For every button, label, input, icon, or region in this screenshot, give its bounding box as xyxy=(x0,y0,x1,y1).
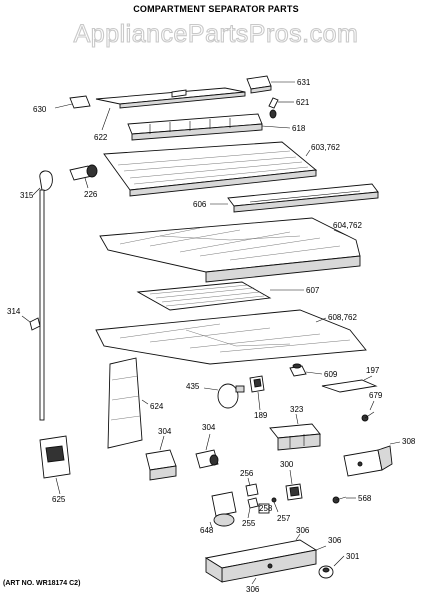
part-679-screw[interactable] xyxy=(361,411,375,422)
callout-606: 606 xyxy=(193,200,207,209)
callout-226: 226 xyxy=(84,190,98,199)
part-308-bracket[interactable] xyxy=(343,445,393,477)
part-603-shelf[interactable] xyxy=(103,141,318,197)
part-630[interactable] xyxy=(69,95,91,109)
callout-304-a: 304 xyxy=(158,427,172,436)
part-304-bracket[interactable] xyxy=(145,449,177,481)
callout-609: 609 xyxy=(324,370,338,379)
part-618-rail[interactable] xyxy=(127,113,263,141)
callout-608-762: 608,762 xyxy=(328,313,357,322)
part-300-connector[interactable] xyxy=(285,483,303,501)
part-323-housing[interactable] xyxy=(269,423,321,451)
callout-604-762: 604,762 xyxy=(333,221,362,230)
callout-625: 625 xyxy=(52,495,66,504)
part-314-clip[interactable] xyxy=(29,317,41,331)
callout-568: 568 xyxy=(358,494,372,503)
callout-255: 255 xyxy=(242,519,256,528)
callout-256: 256 xyxy=(240,469,254,478)
callout-607: 607 xyxy=(306,286,320,295)
part-606-rail[interactable] xyxy=(227,183,379,213)
callout-631: 631 xyxy=(297,78,311,87)
part-609[interactable] xyxy=(289,363,307,377)
part-568-screw[interactable] xyxy=(332,496,347,504)
part-258[interactable] xyxy=(258,503,270,514)
callout-301: 301 xyxy=(346,552,360,561)
callout-624: 624 xyxy=(150,402,164,411)
callout-648: 648 xyxy=(200,526,214,535)
part-631[interactable] xyxy=(246,75,272,94)
callout-315: 315 xyxy=(20,191,34,200)
diagram-title: COMPARTMENT SEPARATOR PARTS xyxy=(133,4,299,14)
part-624-cover[interactable] xyxy=(107,357,143,449)
callout-618: 618 xyxy=(292,124,306,133)
part-306-bracket[interactable] xyxy=(204,539,318,583)
part-255[interactable] xyxy=(247,497,259,509)
callout-306-c: 306 xyxy=(246,585,260,594)
callout-189: 189 xyxy=(254,411,268,420)
part-315-rod[interactable] xyxy=(39,170,53,421)
part-197-strip[interactable] xyxy=(321,379,378,393)
part-604-pan[interactable] xyxy=(99,217,361,283)
part-435-bulb[interactable] xyxy=(217,383,245,409)
part-301-knob[interactable] xyxy=(318,565,334,579)
callout-197: 197 xyxy=(366,366,380,375)
part-189-socket[interactable] xyxy=(249,375,265,393)
part-625-holder[interactable] xyxy=(39,435,71,479)
watermark: AppliancePartsPros.com xyxy=(74,20,359,48)
part-226-knob[interactable] xyxy=(69,164,98,181)
callout-621: 621 xyxy=(296,98,310,107)
callout-323: 323 xyxy=(290,405,304,414)
callout-622: 622 xyxy=(94,133,108,142)
part-256[interactable] xyxy=(245,483,259,497)
callout-258: 258 xyxy=(259,504,273,513)
callout-306-a: 306 xyxy=(296,526,310,535)
callout-679: 679 xyxy=(369,391,383,400)
callout-257: 257 xyxy=(277,514,291,523)
callout-300: 300 xyxy=(280,460,294,469)
callout-603-762: 603,762 xyxy=(311,143,340,152)
part-621[interactable] xyxy=(268,97,279,119)
callout-435: 435 xyxy=(186,382,200,391)
part-257-screw[interactable] xyxy=(271,497,277,503)
art-number: (ART NO. WR18174 C2) xyxy=(3,580,80,587)
callout-630: 630 xyxy=(33,105,47,114)
callout-314: 314 xyxy=(7,307,21,316)
part-622-panel[interactable] xyxy=(95,87,246,109)
part-304-switch[interactable] xyxy=(195,449,219,469)
callout-306-b: 306 xyxy=(328,536,342,545)
callout-308: 308 xyxy=(402,437,416,446)
part-607-sheet[interactable] xyxy=(136,281,272,311)
part-648-motor[interactable] xyxy=(211,491,237,527)
part-608-pan[interactable] xyxy=(95,309,367,365)
callout-304-b: 304 xyxy=(202,423,216,432)
